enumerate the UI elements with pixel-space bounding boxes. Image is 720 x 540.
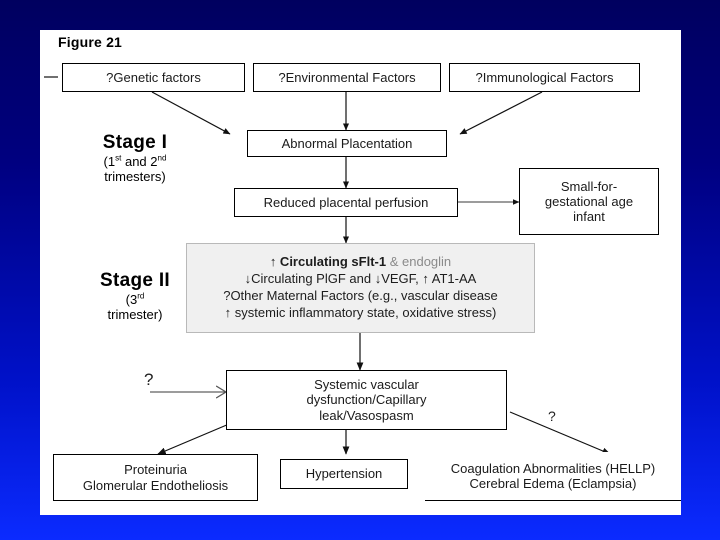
stage-two-label: Stage II (3rd trimester) [60,270,210,323]
node-label-line2: dysfunction/Capillary [306,392,427,408]
mediators-line-4: ↑ systemic inflammatory state, oxidative… [224,304,497,320]
stage-one-detail: (1st and 2nd trimesters) [60,153,210,185]
node-outcome-hypertension[interactable]: Hypertension [280,459,408,489]
node-abnormal-placentation[interactable]: Abnormal Placentation [247,130,447,157]
node-genetic-factors[interactable]: ?Genetic factors [62,63,245,92]
mediators-endoglin: & endoglin [386,254,452,270]
node-mediators-panel[interactable]: ↑ Circulating sFlt-1 & endoglin ↓Circula… [186,243,535,333]
node-label-line3: leak/Vasospasm [319,407,414,423]
stage2-detail-sup1: rd [137,291,145,301]
node-label-line2: Cerebral Edema (Eclampsia) [469,476,637,491]
stage2-detail-post: trimester) [107,306,163,322]
node-label-line1: Proteinuria [124,462,187,478]
node-label-line2: Glomerular Endotheliosis [82,477,229,493]
question-mark-right: ? [548,408,556,424]
node-immunological-factors[interactable]: ?Immunological Factors [449,63,640,92]
stage-detail-post: trimesters) [104,168,166,184]
stage-one-name: Stage I [102,132,168,153]
node-label: ?Genetic factors [106,69,201,85]
stage2-detail-pre: (3 [125,292,138,307]
stage-two-name: Stage II [100,270,170,291]
slide-canvas: Figure 21 [40,30,681,515]
node-systemic-vascular-dysfunction[interactable]: Systemic vascular dysfunction/Capillary … [226,370,507,430]
node-outcome-coagulation[interactable]: Coagulation Abnormalities (HELLP) Cerebr… [425,452,681,500]
stage-detail-pre: (1 [103,154,116,169]
node-label: Reduced placental perfusion [263,194,429,210]
stage-detail-mid: and 2 [121,154,158,169]
mediators-line-3: ?Other Maternal Factors (e.g., vascular … [223,288,498,303]
node-label: ?Immunological Factors [475,69,614,85]
mediators-line-1: ↑ Circulating sFlt-1 & endoglin [270,254,451,271]
node-label-line1: Systemic vascular [314,377,419,392]
node-reduced-placental-perfusion[interactable]: Reduced placental perfusion [234,188,458,217]
stage-one-label: Stage I (1st and 2nd trimesters) [60,132,210,185]
node-label-line1: Coagulation Abnormalities (HELLP) [450,460,656,476]
stage-two-detail: (3rd trimester) [60,291,210,323]
node-label-line2: gestational age [544,193,634,209]
coagulation-underline [425,500,681,501]
stage-detail-sup2: nd [157,153,167,163]
stage-detail-sup1: st [115,153,122,163]
node-outcome-proteinuria[interactable]: Proteinuria Glomerular Endotheliosis [53,454,258,501]
figure-title: Figure 21 [58,34,123,50]
mediators-sflt1: ↑ Circulating sFlt-1 [269,254,387,270]
node-label-line1: Hypertension [305,466,383,482]
connector-layer [44,76,611,455]
node-label-line3: infant [573,209,605,225]
node-label-line1: Small-for- [560,178,618,194]
node-label: ?Environmental Factors [278,69,416,85]
mediators-line-2: ↓Circulating PlGF and ↓VEGF, ↑ AT1-AA [244,271,477,287]
question-mark-left: ? [144,370,154,389]
node-environmental-factors[interactable]: ?Environmental Factors [253,63,441,92]
node-sga-infant[interactable]: Small-for- gestational age infant [519,168,659,235]
node-label: Abnormal Placentation [281,135,413,151]
